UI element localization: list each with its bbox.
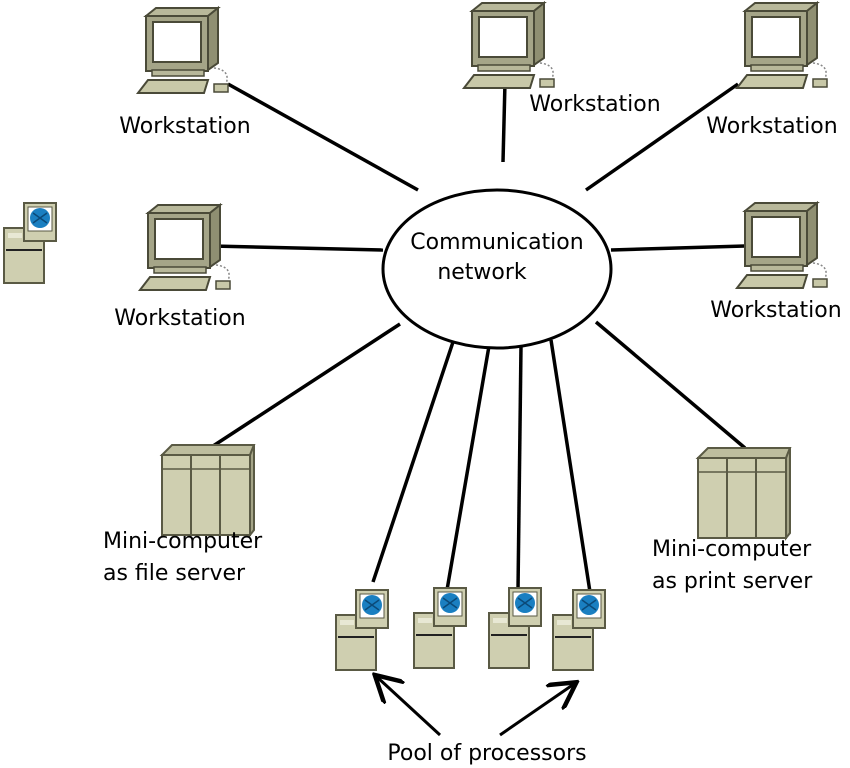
workstation-label: Workstation bbox=[114, 306, 245, 331]
workstation-icon bbox=[463, 2, 555, 89]
mini-computer-file-server-icon bbox=[161, 444, 255, 536]
workstation-label: Workstation bbox=[119, 114, 250, 139]
network-label-line1: Communication bbox=[410, 230, 583, 255]
communication-network: Communication network bbox=[381, 188, 613, 350]
workstation-label: Workstation bbox=[529, 92, 660, 117]
processor-icon bbox=[3, 202, 57, 284]
link-processor-3 bbox=[516, 345, 523, 591]
print-server-label-line1: Mini-computer bbox=[652, 537, 812, 562]
link-workstation-3 bbox=[584, 82, 740, 192]
link-processor-4 bbox=[549, 339, 592, 593]
connection-lines bbox=[209, 81, 747, 593]
processor-icon bbox=[413, 587, 467, 669]
workstation-label: Workstation bbox=[710, 298, 841, 323]
workstation-icon bbox=[139, 204, 231, 291]
file-server-label-line2: as file server bbox=[103, 561, 246, 586]
print-server-label-line2: as print server bbox=[652, 569, 813, 594]
link-file-server bbox=[209, 322, 401, 450]
arrow-icon bbox=[499, 684, 574, 737]
mini-computer-print-server-icon bbox=[697, 447, 791, 539]
processor-icon bbox=[335, 589, 389, 671]
workstation-icon bbox=[736, 2, 828, 89]
pool-of-processors-label: Pool of processors bbox=[387, 741, 586, 766]
link-print-server bbox=[594, 320, 747, 450]
workstation-icon bbox=[137, 7, 229, 94]
link-workstation-4 bbox=[211, 244, 384, 252]
file-server-label-line1: Mini-computer bbox=[103, 529, 263, 554]
workstation-label: Workstation bbox=[706, 114, 837, 139]
link-processor-1 bbox=[371, 335, 457, 583]
arrow-icon bbox=[377, 677, 442, 737]
processor-icon bbox=[552, 589, 606, 671]
link-workstation-1 bbox=[227, 82, 419, 192]
network-label-line2: network bbox=[437, 260, 527, 285]
link-workstation-2 bbox=[501, 81, 507, 163]
processor-icon bbox=[488, 587, 542, 669]
link-workstation-5 bbox=[610, 244, 746, 252]
workstation-icon bbox=[736, 202, 828, 289]
link-processor-2 bbox=[445, 345, 491, 591]
